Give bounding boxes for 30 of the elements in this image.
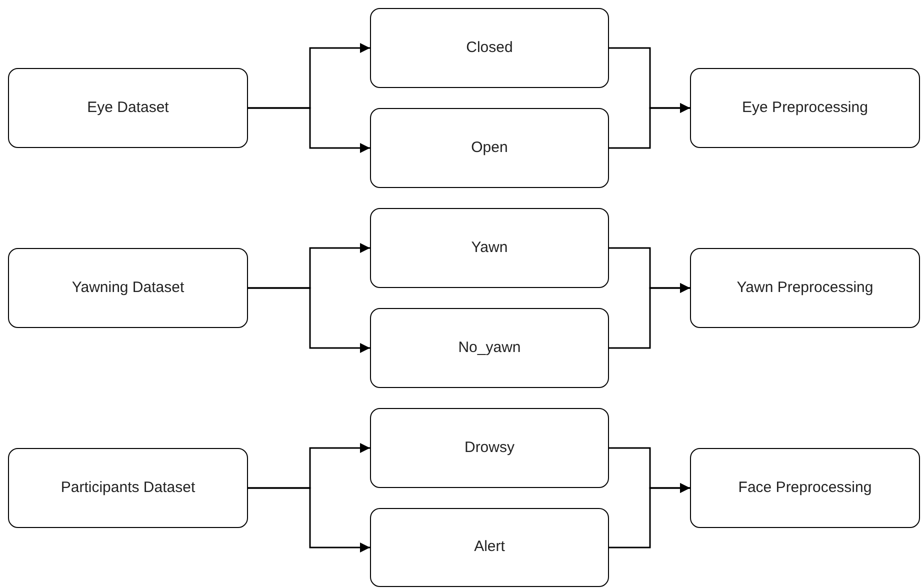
process-box <box>370 408 609 488</box>
process-box <box>370 8 609 88</box>
box-label: Alert <box>474 537 505 558</box>
process-box <box>8 248 248 328</box>
arrow <box>248 287 370 353</box>
arrow <box>609 283 690 349</box>
box-label: Eye Preprocessing <box>742 98 868 118</box>
box-label: Open <box>471 138 508 158</box>
process-box <box>690 448 920 528</box>
box-label: Closed <box>466 38 513 58</box>
process-box <box>8 448 248 528</box>
box-label: Yawn <box>471 238 508 258</box>
process-box <box>690 248 920 328</box>
arrow <box>609 483 690 548</box>
box-label: No_yawn <box>458 338 521 358</box>
arrow <box>248 107 370 153</box>
box-label: Participants Dataset <box>60 478 196 498</box>
box-label: Face Preprocessing <box>738 478 872 498</box>
box-label: Yawning Dataset <box>72 278 184 298</box>
box-label: Eye Dataset <box>87 98 169 118</box>
arrow <box>248 487 370 552</box>
process-box <box>8 68 248 148</box>
process-box <box>370 308 609 388</box>
box-label: Yawn Preprocessing <box>736 278 874 298</box>
process-box <box>370 208 609 288</box>
process-box <box>370 508 609 587</box>
arrow <box>609 103 690 149</box>
box-label: Drowsy <box>464 438 514 458</box>
process-box <box>370 108 609 188</box>
process-box <box>690 68 920 148</box>
